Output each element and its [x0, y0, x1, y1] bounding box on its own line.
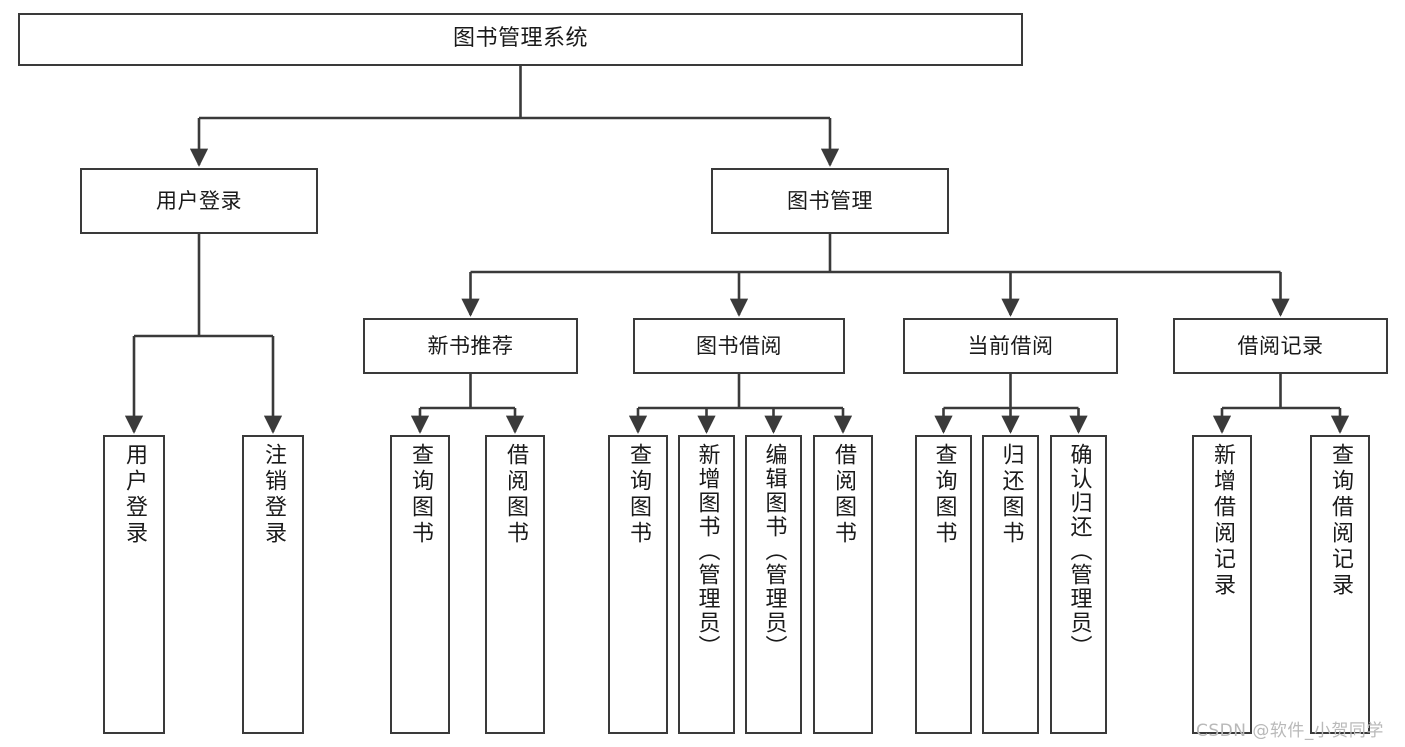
node-label: 新增图书（管理员）: [694, 443, 720, 659]
node-label: 查询图书: [626, 443, 651, 547]
node-label: 注销登录: [261, 443, 286, 547]
node-leaf-borrow-book-2[interactable]: 借阅图书: [813, 435, 873, 734]
node-label: 当前借阅: [967, 333, 1054, 358]
node-leaf-borrow-book-1[interactable]: 借阅图书: [485, 435, 545, 734]
node-borrow-record[interactable]: 借阅记录: [1173, 318, 1388, 374]
node-user-login[interactable]: 用户登录: [80, 168, 318, 234]
node-root[interactable]: 图书管理系统: [18, 13, 1023, 66]
node-label: 借阅记录: [1237, 333, 1324, 358]
node-label: 确认归还（管理员）: [1066, 443, 1092, 659]
node-label: 图书管理: [787, 188, 873, 213]
node-label: 新增借阅记录: [1210, 443, 1235, 599]
node-book-manage[interactable]: 图书管理: [711, 168, 949, 234]
node-label: 借阅图书: [503, 443, 528, 547]
node-leaf-confirm-return[interactable]: 确认归还（管理员）: [1050, 435, 1107, 734]
node-label: 归还图书: [998, 443, 1024, 547]
node-new-book-recommend[interactable]: 新书推荐: [363, 318, 578, 374]
node-leaf-query-record[interactable]: 查询借阅记录: [1310, 435, 1370, 734]
node-label: 查询借阅记录: [1328, 443, 1353, 599]
node-label: 新书推荐: [427, 333, 514, 358]
node-label: 查询图书: [408, 443, 433, 547]
node-leaf-query-book-1[interactable]: 查询图书: [390, 435, 450, 734]
node-leaf-add-record[interactable]: 新增借阅记录: [1192, 435, 1252, 734]
node-current-borrow[interactable]: 当前借阅: [903, 318, 1118, 374]
node-label: 借阅图书: [831, 443, 856, 547]
node-label: 图书管理系统: [452, 26, 588, 52]
node-leaf-add-book[interactable]: 新增图书（管理员）: [678, 435, 735, 734]
node-book-borrow[interactable]: 图书借阅: [633, 318, 845, 374]
node-leaf-return-book[interactable]: 归还图书: [982, 435, 1039, 734]
node-leaf-logout[interactable]: 注销登录: [242, 435, 304, 734]
node-label: 编辑图书（管理员）: [761, 443, 787, 659]
node-leaf-query-book-2[interactable]: 查询图书: [608, 435, 668, 734]
node-label: 用户登录: [122, 443, 147, 547]
node-leaf-query-book-3[interactable]: 查询图书: [915, 435, 972, 734]
node-label: 用户登录: [156, 188, 242, 213]
node-leaf-user-login[interactable]: 用户登录: [103, 435, 165, 734]
node-label: 查询图书: [931, 443, 957, 547]
node-label: 图书借阅: [696, 333, 782, 358]
node-leaf-edit-book[interactable]: 编辑图书（管理员）: [745, 435, 802, 734]
